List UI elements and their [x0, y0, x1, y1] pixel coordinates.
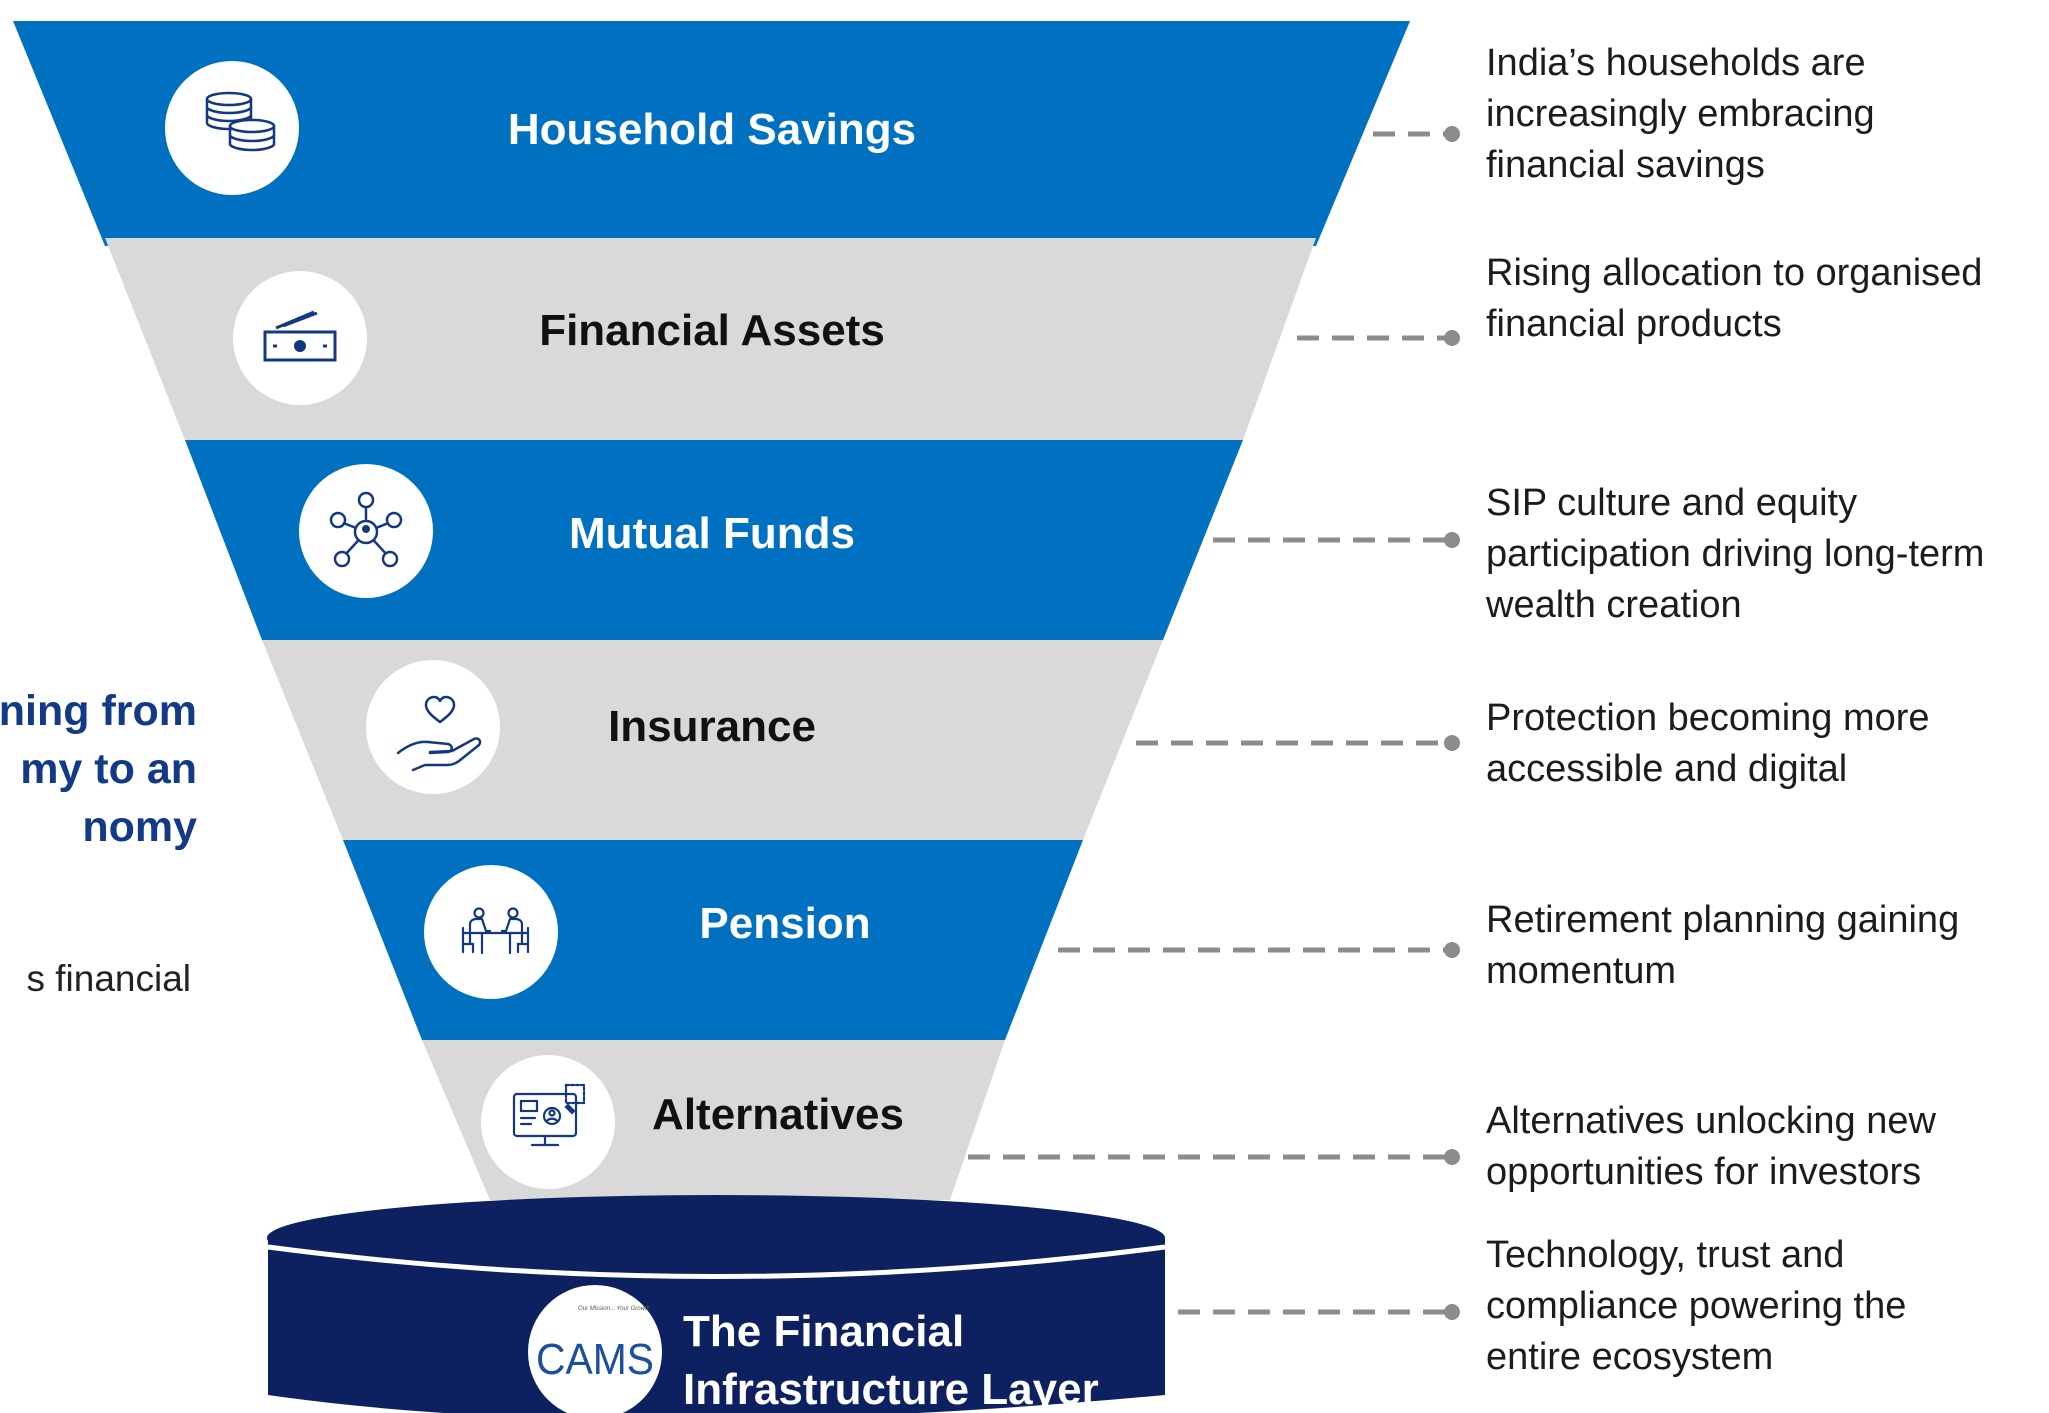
left-heading-line: ning from	[0, 687, 197, 735]
description-line: Retirement planning gaining	[1486, 899, 1960, 941]
description-line: Rising allocation to organised	[1486, 252, 1983, 294]
description-line: Technology, trust and	[1486, 1234, 1845, 1276]
description-line: financial savings	[1486, 144, 1765, 186]
left-heading-line: nomy	[82, 803, 197, 851]
hand-heart-icon	[366, 660, 500, 794]
connector-dot	[1444, 330, 1460, 346]
connector-dot	[1444, 942, 1460, 958]
logo-text: CAMS	[536, 1335, 654, 1384]
description-line: momentum	[1486, 950, 1677, 992]
base-infrastructure-layer: Our Mission... Your Growth CAMS The Fina…	[267, 1195, 1166, 1413]
funnel-layer-pension: Pension	[343, 840, 1083, 1040]
layer-label: Alternatives	[652, 1090, 904, 1139]
logo-tagline: Our Mission... Your Growth	[578, 1306, 651, 1312]
description-line: financial products	[1486, 303, 1782, 345]
monitor-analytics-icon	[481, 1055, 615, 1189]
left-panel-body: s financial	[26, 958, 191, 999]
layer-label: Pension	[699, 899, 870, 948]
description-line: increasingly embracing	[1486, 93, 1875, 135]
cash-icon	[233, 271, 367, 405]
description-household-savings: India’s households are increasingly embr…	[1486, 38, 2046, 191]
connector-dot	[1444, 1304, 1460, 1320]
funnel-layer-mutual-funds: Mutual Funds	[185, 440, 1243, 640]
left-panel-heading: ning from my to an nomy	[0, 682, 197, 856]
base-cylinder-top	[267, 1195, 1165, 1281]
layer-label: Financial Assets	[539, 306, 885, 355]
description-line: participation driving long-term	[1486, 533, 1985, 575]
connector-dots	[1444, 126, 1460, 1320]
connector-dot	[1444, 1149, 1460, 1165]
description-line: compliance powering the	[1486, 1285, 1907, 1327]
description-mutual-funds: SIP culture and equity participation dri…	[1486, 478, 2046, 631]
network-icon	[299, 464, 433, 598]
funnel-layer-alternatives: Alternatives	[422, 1040, 1005, 1200]
description-line: India’s households are	[1486, 42, 1866, 84]
left-heading-line: my to an	[20, 745, 197, 793]
funnel-layer-insurance: Insurance	[262, 640, 1163, 840]
description-alternatives: Alternatives unlocking new opportunities…	[1486, 1096, 2046, 1198]
description-pension: Retirement planning gaining momentum	[1486, 895, 2046, 997]
cams-logo: Our Mission... Your Growth CAMS	[528, 1285, 662, 1413]
description-line: entire ecosystem	[1486, 1336, 1774, 1378]
funnel-layer-financial-assets: Financial Assets	[105, 238, 1316, 440]
funnel-layer-household-savings: Household Savings	[13, 21, 1410, 246]
band-shape	[185, 440, 1243, 640]
meeting-table-icon	[424, 865, 558, 999]
description-line: wealth creation	[1486, 584, 1742, 626]
connector-dot	[1444, 126, 1460, 142]
description-insurance: Protection becoming more accessible and …	[1486, 693, 2046, 795]
description-line: accessible and digital	[1486, 748, 1848, 790]
base-title-line: The Financial	[683, 1307, 964, 1356]
description-line: opportunities for investors	[1486, 1151, 1922, 1193]
layer-label: Household Savings	[508, 105, 916, 154]
base-cylinder-body	[268, 1238, 1165, 1413]
base-title-line: Infrastructure Layer	[683, 1365, 1099, 1413]
base-cylinder-rim	[267, 1244, 1166, 1279]
connector-lines	[968, 131, 1445, 1315]
layer-label: Insurance	[608, 702, 816, 751]
band-shape	[13, 21, 1410, 246]
description-line: SIP culture and equity	[1486, 482, 1858, 524]
layer-label: Mutual Funds	[569, 509, 855, 558]
band-shape	[105, 238, 1316, 440]
coins-icon	[165, 61, 299, 195]
description-financial-assets: Rising allocation to organised financial…	[1486, 248, 2046, 350]
connector-dot	[1444, 532, 1460, 548]
description-line: Protection becoming more	[1486, 697, 1930, 739]
description-line: Alternatives unlocking new	[1486, 1100, 1936, 1142]
connector-dot	[1444, 735, 1460, 751]
description-infrastructure: Technology, trust and compliance powerin…	[1486, 1230, 2046, 1383]
